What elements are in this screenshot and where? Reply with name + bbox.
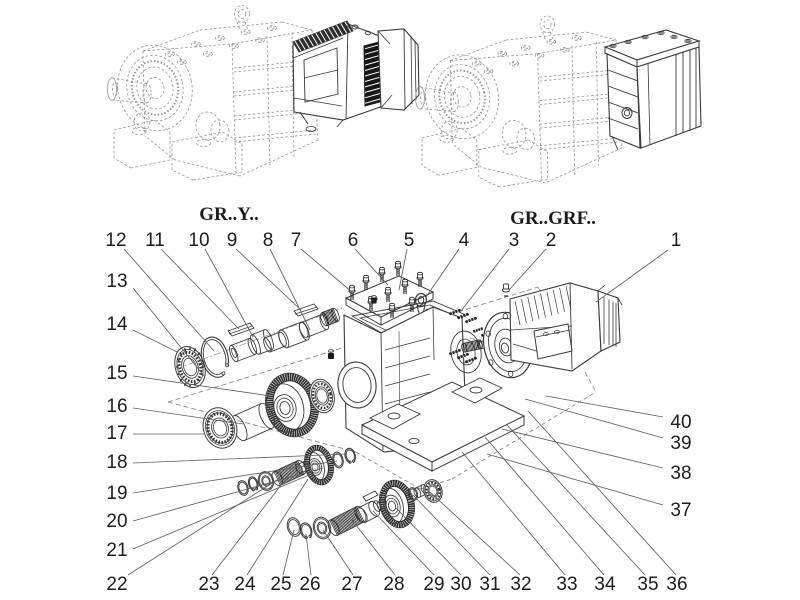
svg-text:21: 21 [106, 540, 127, 561]
svg-text:5: 5 [404, 230, 415, 251]
svg-text:23: 23 [198, 574, 219, 595]
svg-text:16: 16 [106, 396, 127, 417]
svg-text:4: 4 [459, 230, 470, 251]
svg-text:1: 1 [671, 230, 682, 251]
svg-text:37: 37 [670, 500, 691, 521]
svg-text:26: 26 [299, 574, 320, 595]
svg-text:8: 8 [263, 230, 274, 251]
svg-text:34: 34 [594, 574, 616, 595]
svg-text:40: 40 [670, 412, 691, 433]
svg-text:3: 3 [509, 230, 520, 251]
svg-text:GR..Y..: GR..Y.. [199, 204, 258, 225]
svg-text:20: 20 [106, 511, 127, 532]
svg-text:15: 15 [106, 363, 127, 384]
svg-text:38: 38 [670, 463, 691, 484]
svg-text:GR..GRF..: GR..GRF.. [510, 208, 596, 229]
svg-text:32: 32 [510, 574, 531, 595]
svg-text:22: 22 [106, 574, 127, 595]
svg-text:7: 7 [291, 230, 302, 251]
svg-text:12: 12 [105, 230, 126, 251]
svg-text:2: 2 [546, 230, 557, 251]
svg-text:17: 17 [106, 423, 127, 444]
svg-text:25: 25 [270, 574, 291, 595]
svg-text:33: 33 [556, 574, 577, 595]
svg-text:30: 30 [450, 574, 471, 595]
svg-text:27: 27 [341, 574, 362, 595]
svg-text:35: 35 [637, 574, 658, 595]
svg-text:39: 39 [670, 433, 691, 454]
svg-text:19: 19 [106, 483, 127, 504]
svg-text:18: 18 [106, 452, 127, 473]
svg-text:29: 29 [423, 574, 444, 595]
svg-text:6: 6 [348, 230, 359, 251]
svg-text:28: 28 [383, 574, 404, 595]
svg-text:31: 31 [479, 574, 500, 595]
svg-text:13: 13 [106, 271, 127, 292]
svg-text:9: 9 [227, 230, 238, 251]
svg-text:14: 14 [106, 314, 128, 335]
svg-text:11: 11 [145, 230, 165, 251]
svg-text:24: 24 [234, 574, 256, 595]
svg-text:10: 10 [188, 230, 209, 251]
svg-text:36: 36 [666, 574, 687, 595]
